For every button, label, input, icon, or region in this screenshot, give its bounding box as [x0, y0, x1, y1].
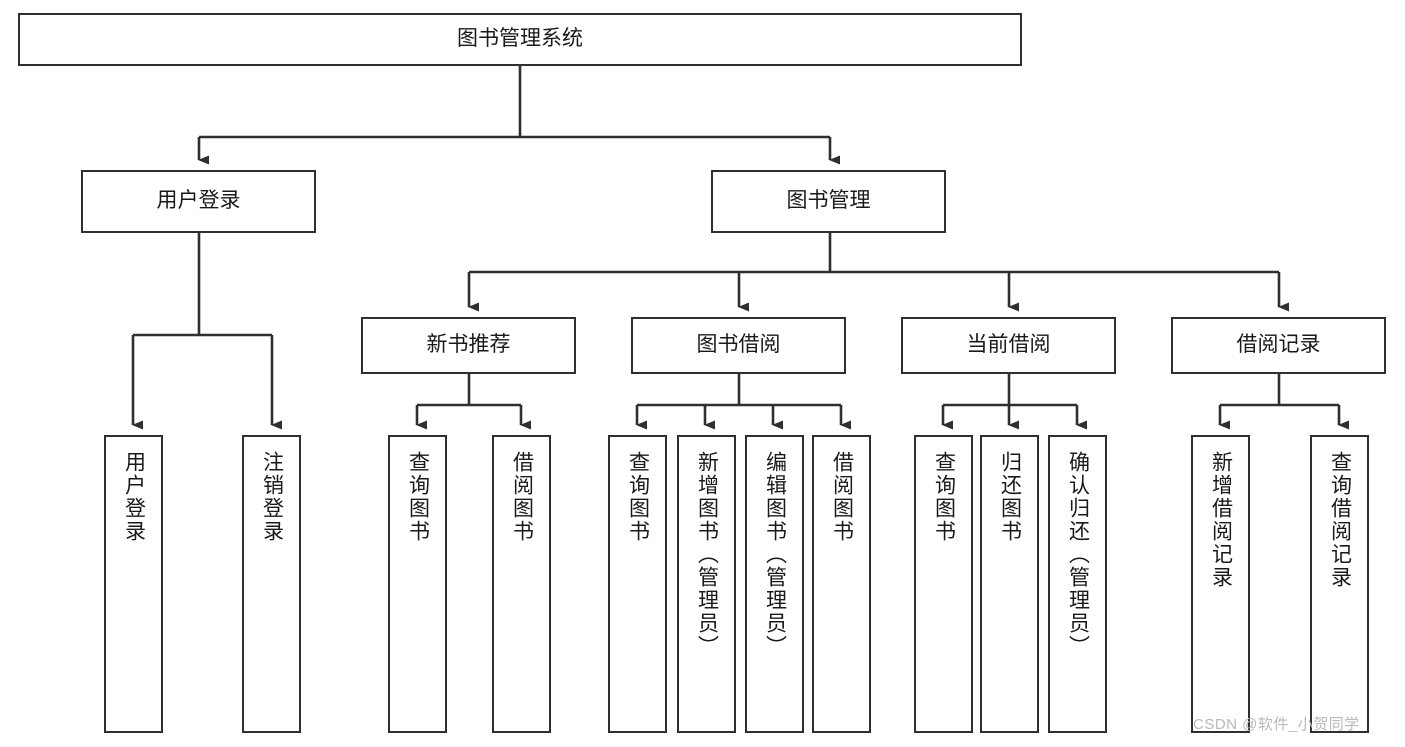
node-current-borrow[interactable]: 当前借阅: [901, 317, 1116, 374]
node-label: 当前借阅: [966, 333, 1051, 357]
node-label: 查询借阅记录: [1328, 451, 1352, 589]
node-label: 查询图书: [626, 451, 650, 543]
leaf-logout-login[interactable]: 注销登录: [242, 435, 301, 733]
node-label: 新增借阅记录: [1209, 451, 1233, 589]
node-label: 查询图书: [932, 451, 956, 543]
watermark: CSDN @软件_小贺同学: [1193, 716, 1360, 733]
node-label: 归还图书: [998, 451, 1022, 543]
node-label: 借阅记录: [1236, 333, 1321, 357]
leaf-borrow-book[interactable]: 借阅图书: [812, 435, 871, 733]
node-label: 注销登录: [260, 451, 284, 543]
node-label: 图书管理: [786, 189, 871, 213]
node-label: 确认归还（管理员）: [1066, 451, 1090, 658]
leaf-confirm-return-admin[interactable]: 确认归还（管理员）: [1048, 435, 1107, 733]
leaf-query-book-current[interactable]: 查询图书: [914, 435, 973, 733]
node-label: 图书借阅: [696, 333, 781, 357]
node-label: 借阅图书: [510, 451, 534, 543]
leaf-return-book[interactable]: 归还图书: [980, 435, 1039, 733]
node-borrow-record[interactable]: 借阅记录: [1171, 317, 1386, 374]
node-label: 图书管理系统: [457, 27, 583, 51]
node-label: 查询图书: [406, 451, 430, 543]
node-user-login[interactable]: 用户登录: [81, 170, 316, 233]
leaf-add-borrow-record[interactable]: 新增借阅记录: [1191, 435, 1250, 733]
node-book-borrow[interactable]: 图书借阅: [631, 317, 846, 374]
leaf-query-borrow-record[interactable]: 查询借阅记录: [1310, 435, 1369, 733]
node-book-management[interactable]: 图书管理: [711, 170, 946, 233]
node-root-book-management-system[interactable]: 图书管理系统: [18, 13, 1022, 66]
leaf-borrow-book-recommend[interactable]: 借阅图书: [492, 435, 551, 733]
node-label: 借阅图书: [830, 451, 854, 543]
node-label: 用户登录: [156, 189, 241, 213]
leaf-query-book-recommend[interactable]: 查询图书: [388, 435, 447, 733]
node-new-book-recommend[interactable]: 新书推荐: [361, 317, 576, 374]
leaf-add-book-admin[interactable]: 新增图书（管理员）: [677, 435, 736, 733]
node-label: 新书推荐: [426, 333, 511, 357]
leaf-edit-book-admin[interactable]: 编辑图书（管理员）: [745, 435, 804, 733]
leaf-query-book-borrow[interactable]: 查询图书: [608, 435, 667, 733]
node-label: 新增图书（管理员）: [695, 451, 719, 658]
node-label: 用户登录: [122, 451, 146, 543]
leaf-user-login[interactable]: 用户登录: [104, 435, 163, 733]
node-label: 编辑图书（管理员）: [763, 451, 787, 658]
